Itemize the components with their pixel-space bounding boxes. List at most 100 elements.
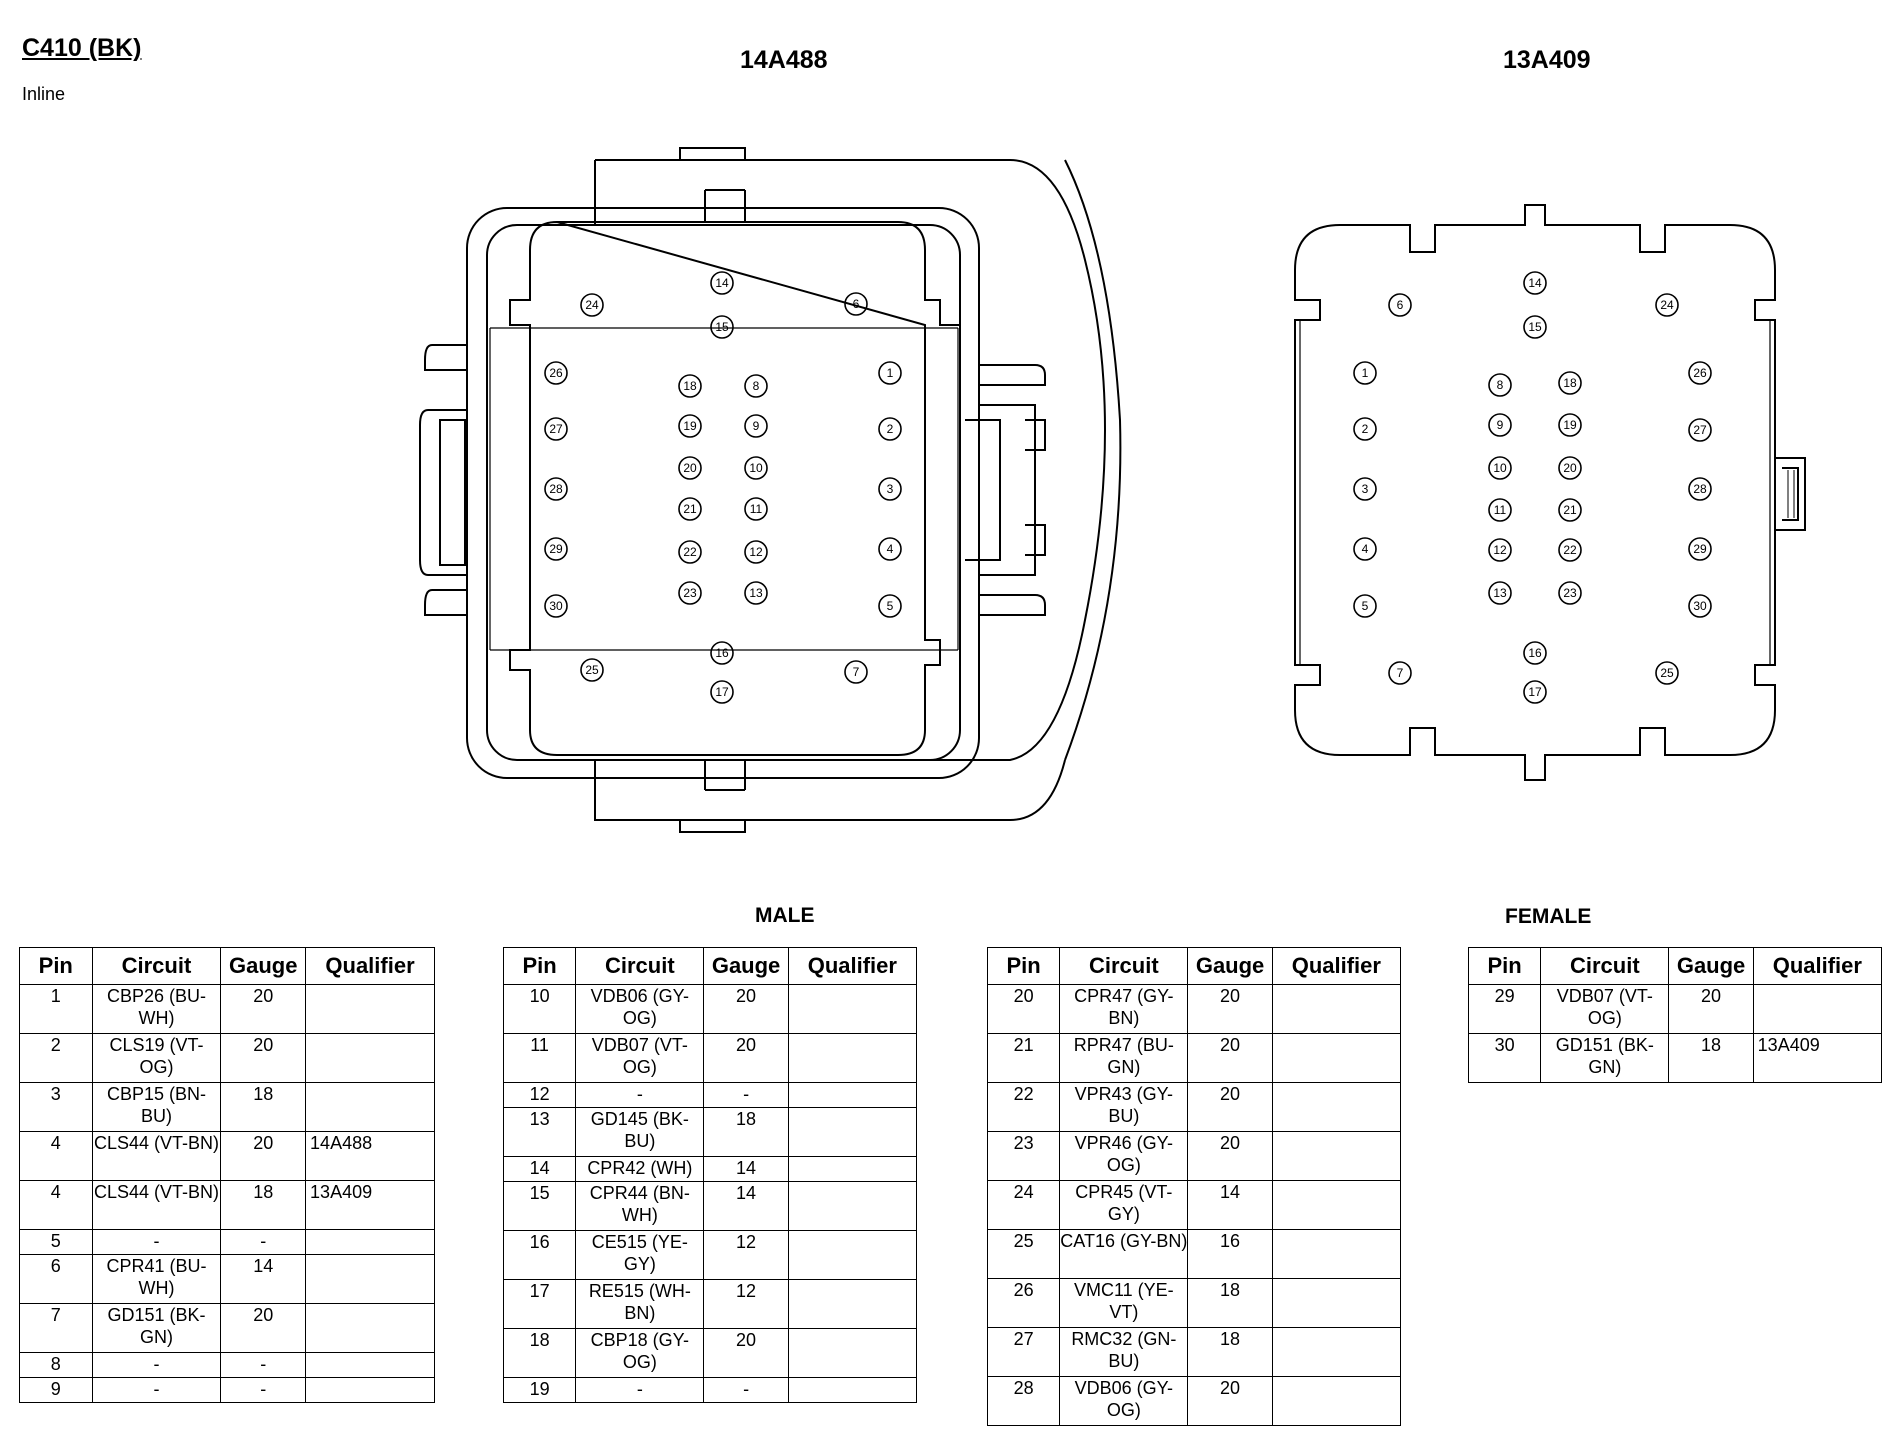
qualifier-cell <box>787 1181 918 1231</box>
column-header-circuit: Circuit <box>1540 947 1670 985</box>
qualifier-cell <box>1271 1180 1402 1230</box>
female-pin-21: 21 <box>1558 498 1582 522</box>
qualifier-cell <box>787 1082 918 1108</box>
male-pin-6: 6 <box>844 292 868 316</box>
pin-cell: 22 <box>986 1082 1061 1132</box>
gauge-cell: 16 <box>1187 1229 1273 1279</box>
pin-number: 16 <box>715 646 729 660</box>
male-pin-28: 28 <box>544 477 568 501</box>
gauge-cell: 20 <box>220 1131 307 1181</box>
female-pin-17: 17 <box>1523 680 1547 704</box>
pin-number: 25 <box>585 663 599 677</box>
gauge-cell: 20 <box>220 1033 307 1083</box>
pin-cell: 11 <box>502 1033 577 1083</box>
column-header-gauge: Gauge <box>1187 947 1273 985</box>
circuit-cell: CLS44 (VT-BN) <box>91 1180 222 1230</box>
qualifier-cell <box>1271 984 1402 1034</box>
female-pin-20: 20 <box>1558 456 1582 480</box>
pin-circle <box>878 594 902 618</box>
female-pin-22: 22 <box>1558 538 1582 562</box>
pin-circle <box>1558 371 1582 395</box>
pin-circle <box>744 581 768 605</box>
pin-number: 12 <box>749 545 763 559</box>
qualifier-cell <box>1271 1033 1402 1083</box>
male-pin-26: 26 <box>544 361 568 385</box>
pin-cell: 15 <box>502 1181 577 1231</box>
pin-number: 9 <box>1497 418 1504 432</box>
qualifier-cell <box>1271 1278 1402 1328</box>
female-connector-title: 13A409 <box>1503 46 1591 74</box>
pin-cell: 2 <box>19 1033 93 1083</box>
pin-circle <box>844 660 868 684</box>
female-pin-29: 29 <box>1688 537 1712 561</box>
pin-circle <box>1688 361 1712 385</box>
qualifier-cell <box>787 1328 918 1378</box>
pin-number: 16 <box>1528 646 1542 660</box>
pin-cell: 28 <box>986 1376 1061 1426</box>
pin-circle <box>1488 538 1512 562</box>
pin-circle <box>1655 293 1679 317</box>
pin-circle <box>1688 594 1712 618</box>
pin-number: 13 <box>1493 586 1507 600</box>
pin-circle <box>1523 271 1547 295</box>
female-pin-14: 14 <box>1523 271 1547 295</box>
gauge-cell: 20 <box>703 1033 789 1083</box>
circuit-cell: CE515 (YE-GY) <box>575 1230 705 1280</box>
female-pin-4: 4 <box>1353 537 1377 561</box>
circuit-cell: CPR47 (GY-BN) <box>1059 984 1189 1034</box>
pin-number: 10 <box>1493 461 1507 475</box>
female-pin-18: 18 <box>1558 371 1582 395</box>
pin-circle <box>678 414 702 438</box>
pin-number: 23 <box>683 586 697 600</box>
pin-circle <box>1558 413 1582 437</box>
table-row: 12-- <box>502 1082 918 1108</box>
gauge-cell: - <box>703 1377 789 1403</box>
column-header-gauge: Gauge <box>1668 947 1754 985</box>
female-pin-25: 25 <box>1655 661 1679 685</box>
pin-circle <box>1523 641 1547 665</box>
pin-circle <box>744 456 768 480</box>
male-pin-30: 30 <box>544 594 568 618</box>
pin-number: 14 <box>715 276 729 290</box>
circuit-cell: CBP15 (BN-BU) <box>91 1082 222 1132</box>
pin-number: 21 <box>683 502 697 516</box>
column-header-circuit: Circuit <box>1059 947 1189 985</box>
pin-number: 18 <box>1563 376 1577 390</box>
pin-number: 20 <box>683 461 697 475</box>
pin-number: 19 <box>683 419 697 433</box>
pin-number: 8 <box>753 379 760 393</box>
pin-number: 1 <box>887 366 894 380</box>
female-pin-16: 16 <box>1523 641 1547 665</box>
female-pin-1: 1 <box>1353 361 1377 385</box>
pin-number: 24 <box>585 298 599 312</box>
female-pin-7: 7 <box>1388 661 1412 685</box>
column-header-circuit: Circuit <box>91 947 222 985</box>
pin-number: 7 <box>853 665 860 679</box>
pin-number: 11 <box>1494 503 1507 517</box>
pin-cell: 23 <box>986 1131 1061 1181</box>
pin-cell: 17 <box>502 1279 577 1329</box>
pin-number: 20 <box>1563 461 1577 475</box>
qualifier-cell <box>305 1352 435 1378</box>
pin-circle <box>744 414 768 438</box>
pin-circle <box>878 417 902 441</box>
table-row: 5-- <box>19 1229 435 1255</box>
pin-number: 30 <box>549 599 563 613</box>
female-pin-6: 6 <box>1388 293 1412 317</box>
pin-number: 29 <box>549 542 563 556</box>
pin-number: 17 <box>1528 685 1542 699</box>
pin-circle <box>1488 373 1512 397</box>
gauge-cell: 18 <box>1187 1327 1273 1377</box>
